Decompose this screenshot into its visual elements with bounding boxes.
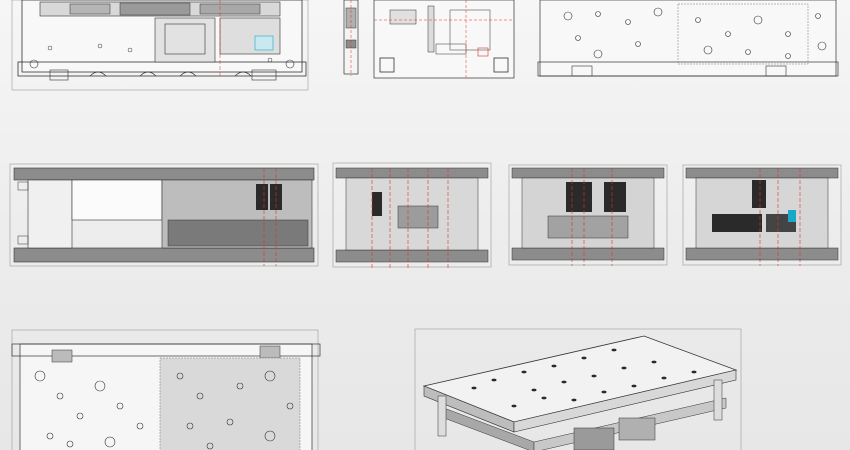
plate-hole — [593, 49, 603, 59]
plate-hole — [206, 442, 214, 450]
plate-hole — [595, 11, 601, 17]
isometric-drawing — [414, 328, 742, 450]
plate-hole — [94, 380, 106, 392]
plate-hole — [56, 392, 64, 400]
plate-hole — [471, 386, 477, 390]
plate-hole — [575, 35, 581, 41]
plate-hole — [635, 41, 641, 47]
top-plan-view — [10, 0, 310, 92]
detail-plan-drawing — [11, 329, 321, 450]
plate-plan-drawing — [373, 0, 515, 80]
plate-hole — [785, 53, 791, 59]
plate-hole — [76, 412, 84, 420]
section-view-4-drawing — [682, 164, 842, 266]
plate-hole — [817, 41, 827, 51]
top-plan-drawing — [11, 0, 309, 91]
plate-hole — [571, 398, 577, 402]
plate-hole — [561, 380, 567, 384]
plate-hole — [136, 422, 144, 430]
section-view-1-drawing — [9, 163, 319, 267]
section-view-3-drawing — [508, 164, 668, 266]
plate-hole — [563, 11, 573, 21]
section-view-2-drawing — [332, 162, 492, 268]
side-view — [340, 0, 362, 78]
plate-hole — [541, 396, 547, 400]
plate-hole — [531, 388, 537, 392]
plate-hole — [745, 49, 751, 55]
plate-hole — [286, 402, 294, 410]
plate-hole — [264, 370, 276, 382]
plate-hole — [815, 13, 821, 19]
detail-plan-view — [10, 326, 321, 450]
plate-hole — [611, 348, 617, 352]
plate-hole — [511, 404, 517, 408]
bottom-plan-view — [537, 0, 839, 90]
plate-hole — [521, 370, 527, 374]
plate-hole — [621, 366, 627, 370]
plate-hole — [46, 432, 54, 440]
plate-hole — [703, 45, 713, 55]
plate-hole — [66, 440, 74, 448]
plate-hole — [661, 376, 667, 380]
plate-hole — [226, 418, 234, 426]
plate-hole — [186, 422, 194, 430]
plate-hole — [695, 17, 701, 23]
section-view-4 — [682, 164, 842, 268]
plate-hole — [651, 360, 657, 364]
plate-hole — [551, 364, 557, 368]
plate-hole — [591, 374, 597, 378]
plate-hole — [631, 384, 637, 388]
isometric-view — [414, 328, 744, 450]
plate-hole — [653, 7, 663, 17]
plate-hole — [581, 356, 587, 360]
section-view-2 — [332, 162, 492, 270]
plate-hole — [236, 382, 244, 390]
plate-plan-view — [370, 0, 518, 82]
section-view-1 — [8, 162, 320, 268]
plate-hole — [34, 370, 46, 382]
side-view-drawing — [343, 0, 359, 76]
plate-hole — [104, 436, 116, 448]
plate-hole — [264, 430, 276, 442]
plate-hole — [753, 15, 763, 25]
plate-hole — [601, 390, 607, 394]
section-view-3 — [508, 164, 668, 268]
bottom-plan-drawing — [537, 0, 839, 77]
plate-hole — [625, 19, 631, 25]
plate-hole — [176, 372, 184, 380]
plate-hole — [725, 31, 731, 37]
plate-hole — [196, 392, 204, 400]
plate-hole — [116, 402, 124, 410]
plate-hole — [491, 378, 497, 382]
plate-hole — [785, 31, 791, 37]
plate-hole — [691, 370, 697, 374]
